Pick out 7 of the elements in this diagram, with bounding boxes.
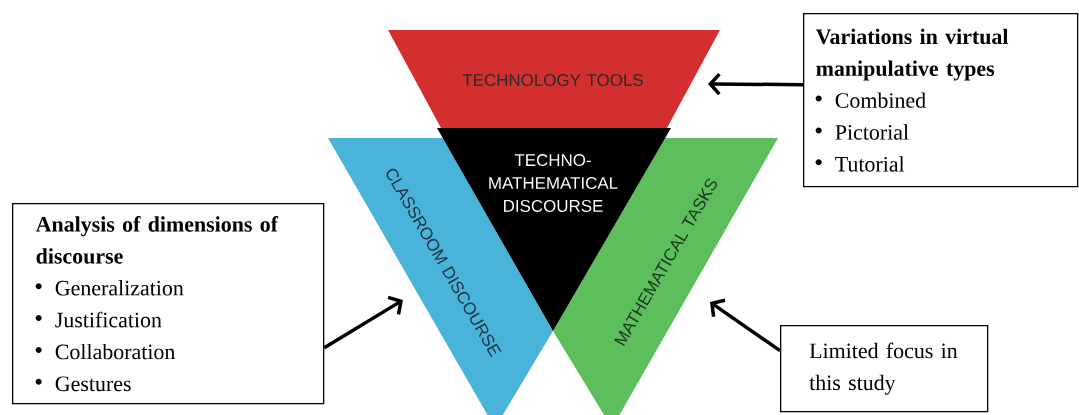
- text-box: Variations in virtual manipulative types Combined Pictorial Tutorial: [803, 13, 1079, 188]
- arrow: [710, 298, 781, 353]
- arrow: [323, 295, 403, 350]
- arrow: [708, 72, 804, 96]
- triangle: TECHNOLOGY TOOLS: [388, 30, 720, 128]
- text-box: Analysis of dimensions of discourse Generalization Justification Collaboration Gestures: [12, 203, 325, 405]
- text-box: Limited focus in this study: [780, 325, 989, 413]
